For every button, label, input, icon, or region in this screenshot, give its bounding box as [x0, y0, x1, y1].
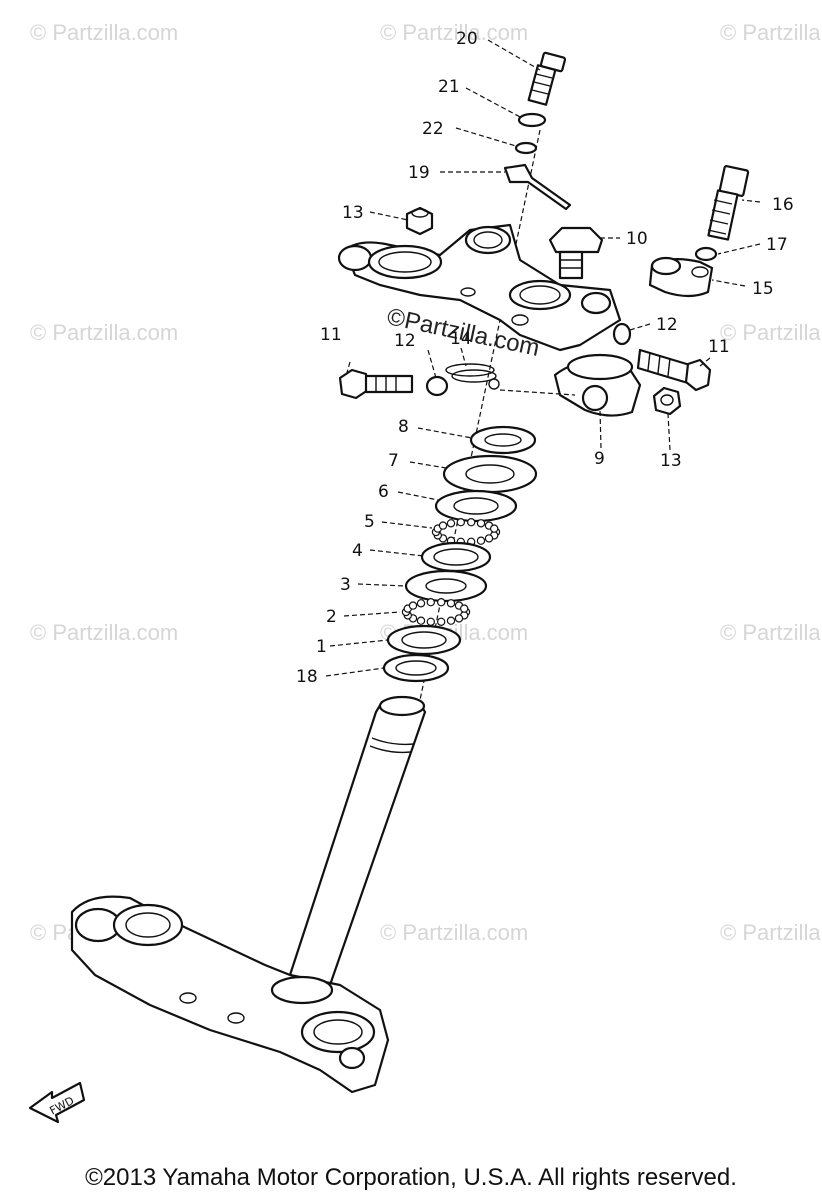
callout-14: 14: [450, 329, 472, 349]
callout-16: 16: [772, 195, 794, 215]
callout-7: 7: [388, 451, 399, 471]
bearing-ball: [460, 604, 469, 613]
bearing-ball: [408, 601, 418, 610]
callout-10: 10: [626, 229, 648, 249]
bearing-ball: [437, 617, 446, 627]
part-5-ball-bearings: [431, 518, 501, 547]
part-18-seal: [382, 653, 450, 683]
callout-20: 20: [456, 29, 478, 49]
part-16-bolt: [707, 165, 750, 241]
callout-21: 21: [438, 77, 460, 97]
part-14-spring: [445, 363, 500, 390]
part-8-ring-nut: [469, 425, 537, 455]
part-11-pinch-bolt: [338, 368, 414, 400]
bearing-ball: [426, 598, 435, 607]
bearing-ball: [446, 519, 456, 528]
part-9-clamp: [553, 353, 642, 417]
part-12-washer: [425, 375, 449, 397]
callout-2: 2: [326, 607, 337, 627]
part-13-nut: [652, 386, 682, 416]
watermark-text: © Partzilla.com: [30, 620, 178, 645]
assembly-axis-line: [419, 129, 541, 701]
part-20-bolt: [527, 51, 567, 106]
callout-5: 5: [364, 512, 375, 532]
part-1-race: [386, 624, 462, 656]
callout-13: 13: [342, 203, 364, 223]
bearing-ball: [437, 598, 446, 607]
callout-8: 8: [398, 417, 409, 437]
callout-6: 6: [378, 482, 389, 502]
watermark-text: © Partzilla.com: [380, 920, 528, 945]
callout-4: 4: [352, 541, 363, 561]
callout-1: 1: [316, 637, 327, 657]
part-22-washer: [514, 141, 538, 155]
bearing-ball: [446, 616, 456, 625]
watermarks: © Partzilla.com © Partzilla.com © Partzi…: [30, 20, 822, 945]
watermark-text: © Partzilla.com: [720, 920, 822, 945]
watermark-text: © Partzilla.com: [30, 20, 178, 45]
watermark-text: © Partzilla.com: [30, 320, 178, 345]
bearing-ball: [454, 614, 464, 623]
bearing-ball: [467, 518, 476, 527]
bearing-ball: [426, 617, 435, 627]
lower-bracket: [70, 895, 390, 1094]
copyright-notice: ©2013 Yamaha Motor Corporation, U.S.A. A…: [85, 1164, 737, 1191]
part-3-race: [404, 569, 488, 603]
part-4-race: [420, 541, 492, 573]
bearing-ball: [416, 599, 426, 608]
callout-18: 18: [296, 667, 318, 687]
bearing-ball: [438, 521, 448, 530]
callout-leaders: [325, 39, 761, 677]
part-13-nut: [405, 206, 434, 236]
watermark-text: © Partzilla.com: [380, 20, 528, 45]
watermark-text: © Partzilla.com: [720, 320, 822, 345]
callout-12: 12: [394, 331, 416, 351]
part-2-ball-bearings: [401, 598, 471, 627]
part-21-washer: [517, 112, 547, 128]
watermark-text: © Partzilla.com: [720, 20, 822, 45]
callout-9: 9: [594, 449, 605, 469]
watermark-text: © Partzilla.com: [720, 620, 822, 645]
bearing-ball: [476, 519, 486, 528]
callout-17: 17: [766, 235, 788, 255]
bearing-ball: [446, 599, 456, 608]
bearing-ball: [416, 616, 426, 625]
part-17-washer: [694, 246, 718, 262]
bearing-ball: [484, 534, 494, 543]
part-6-race: [434, 489, 518, 523]
part-10-steering-nut: [548, 226, 604, 280]
upper-bracket: [337, 223, 622, 352]
part-19-lock-plate: [503, 163, 572, 211]
callout-12: 12: [656, 315, 678, 335]
part-7-cover: [442, 454, 538, 494]
bearing-ball: [490, 524, 499, 533]
callout-11: 11: [708, 337, 730, 357]
callouts: 20 21 22 19 13 10 16 17 15 12 11 11 12 1…: [296, 29, 794, 687]
callout-3: 3: [340, 575, 351, 595]
callout-13: 13: [660, 451, 682, 471]
part-15-cap: [648, 256, 714, 298]
part-12-washer: [612, 322, 632, 346]
fwd-arrow-icon: FWD: [28, 1081, 86, 1124]
callout-15: 15: [752, 279, 774, 299]
callout-19: 19: [408, 163, 430, 183]
bearing-ball: [476, 536, 486, 545]
callout-11: 11: [320, 325, 342, 345]
callout-22: 22: [422, 119, 444, 139]
bearing-ball: [456, 518, 465, 527]
part-11-pinch-bolt: [636, 348, 712, 392]
